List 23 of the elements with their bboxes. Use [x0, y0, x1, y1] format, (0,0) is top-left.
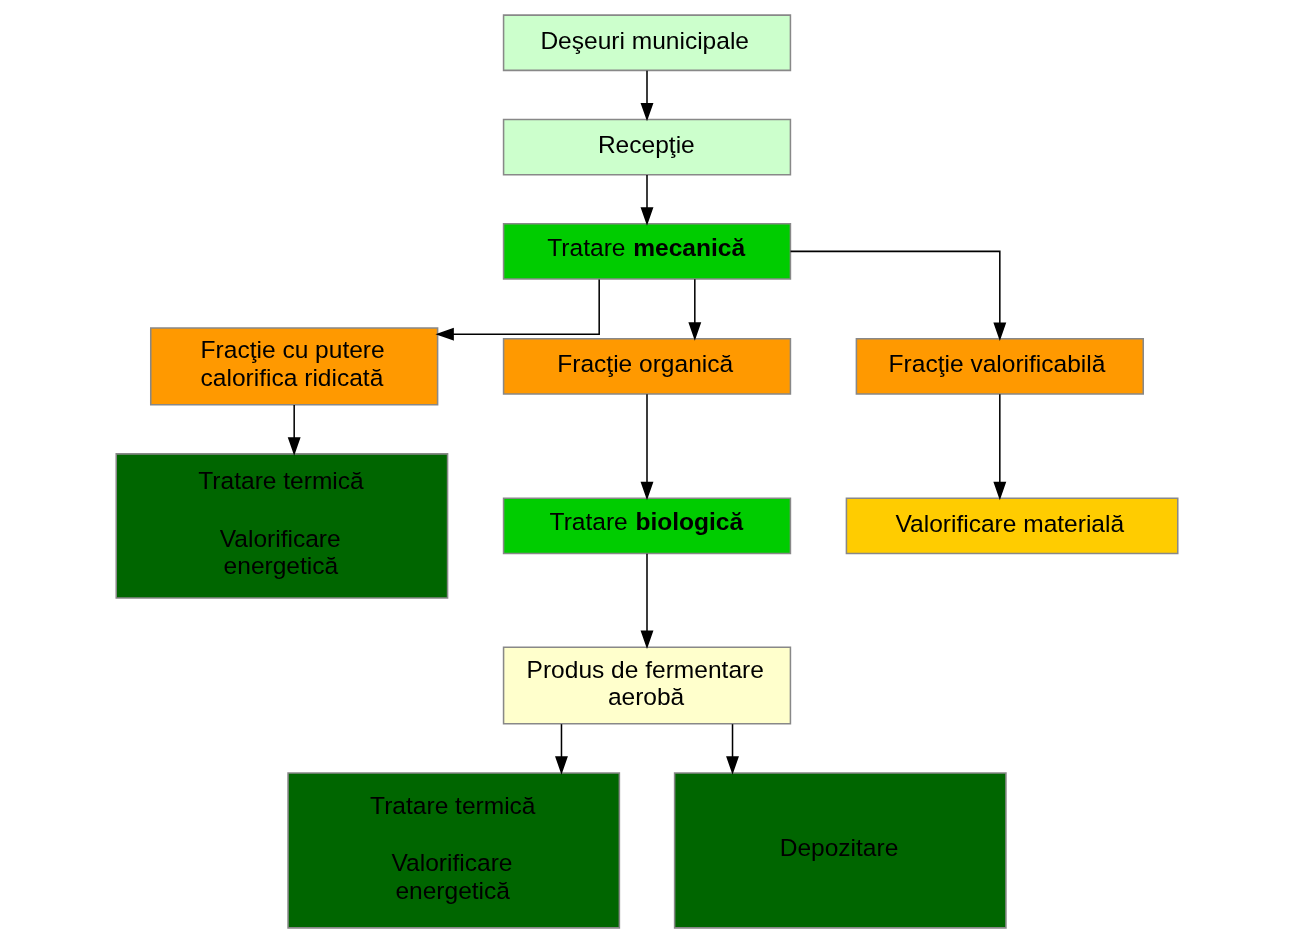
node-box: Deşeuri municipale	[502, 13, 791, 71]
arrow	[434, 278, 600, 341]
node-box: Tratare termică Valorificare energetică	[114, 452, 448, 599]
arrow	[554, 722, 568, 775]
arrow	[640, 69, 653, 121]
node-box: Fracţie cu putere calorifica ridicată	[149, 326, 438, 406]
arrow	[287, 403, 301, 456]
node-box: Depozitare	[673, 771, 1007, 929]
arrow	[640, 392, 653, 500]
node-box: Tratare mecanică	[502, 222, 791, 280]
arrow	[640, 552, 653, 649]
arrow	[789, 250, 1006, 341]
arrow	[640, 173, 653, 226]
node-box: Valorificare materială	[845, 497, 1179, 554]
node-box: Produs de fermentare aerobă	[502, 645, 791, 725]
node-box: Tratare termică Valorificare energetică	[286, 771, 620, 929]
node-box: Fracţie valorificabilă	[855, 337, 1144, 395]
arrow	[687, 277, 701, 341]
arrow	[725, 722, 739, 775]
arrow	[992, 392, 1006, 500]
node-box: Fracţie organică	[502, 337, 791, 395]
node-box: Recepţie	[502, 118, 791, 175]
node-box: Tratare biologică	[502, 497, 791, 554]
